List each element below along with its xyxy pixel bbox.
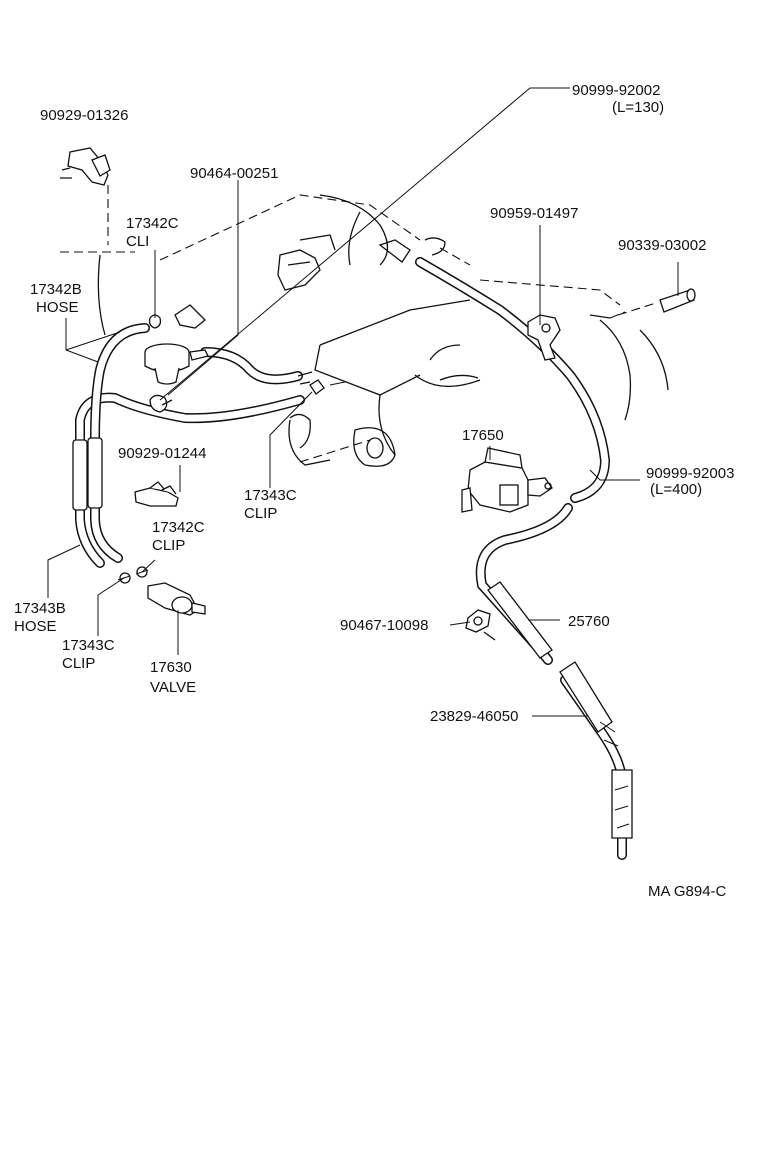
intake-manifold-outline bbox=[60, 194, 669, 467]
label-17342c-low: 17342C bbox=[152, 519, 205, 536]
label-25760: 25760 bbox=[568, 613, 610, 630]
plug-90339-03002 bbox=[617, 288, 696, 316]
label-17343b-name: HOSE bbox=[14, 618, 57, 635]
diagram-code: MA G894-C bbox=[648, 883, 727, 900]
label-90339-03002: 90339-03002 bbox=[618, 237, 706, 254]
label-17342c-low-name: CLIP bbox=[152, 537, 185, 554]
label-90999-92002-length: (L=130) bbox=[612, 99, 664, 116]
label-90929-01326: 90929-01326 bbox=[40, 107, 128, 124]
label-90464-00251: 90464-00251 bbox=[190, 165, 278, 182]
vsv-17650 bbox=[461, 447, 553, 513]
label-17343c-low-name: CLIP bbox=[62, 655, 95, 672]
pressure-regulator bbox=[144, 343, 209, 385]
label-90999-92003: 90999-92003 bbox=[646, 465, 734, 482]
clips-lower bbox=[117, 566, 149, 584]
label-17630-name: VALVE bbox=[150, 679, 196, 696]
label-17343c-low: 17343C bbox=[62, 637, 115, 654]
valve-17630 bbox=[147, 582, 206, 616]
clamp-90959-01497 bbox=[527, 314, 561, 361]
label-17343c-mid: 17343C bbox=[244, 487, 297, 504]
label-17342b-name: HOSE bbox=[36, 299, 79, 316]
clip-17343c-mid bbox=[297, 371, 346, 395]
clamp-90467-10098 bbox=[465, 609, 496, 641]
label-90999-92003-length: (L=400) bbox=[650, 481, 702, 498]
leader-lines bbox=[47, 87, 679, 717]
bracket-90929-01244 bbox=[134, 481, 179, 507]
hose-sleeves bbox=[72, 437, 633, 839]
label-23829-46050: 23829-46050 bbox=[430, 708, 518, 725]
clip-17342c-top bbox=[148, 304, 206, 329]
label-17343c-mid-name: CLIP bbox=[244, 505, 277, 522]
hoses bbox=[75, 257, 628, 860]
label-17650: 17650 bbox=[462, 427, 504, 444]
part-labels: 90929-01326 90464-00251 17342C CLI 17342… bbox=[14, 82, 734, 900]
label-90999-92002: 90999-92002 bbox=[572, 82, 660, 99]
label-17630: 17630 bbox=[150, 659, 192, 676]
bracket-90929-01326 bbox=[60, 147, 111, 245]
label-17342c-top-name: CLI bbox=[126, 233, 149, 250]
label-90929-01244: 90929-01244 bbox=[118, 445, 206, 462]
label-17343b: 17343B bbox=[14, 600, 66, 617]
label-17342b: 17342B bbox=[30, 281, 82, 298]
label-17342c-top: 17342C bbox=[126, 215, 179, 232]
label-90959-01497: 90959-01497 bbox=[490, 205, 578, 222]
clamp-90464-00251 bbox=[149, 394, 173, 413]
label-90467-10098: 90467-10098 bbox=[340, 617, 428, 634]
